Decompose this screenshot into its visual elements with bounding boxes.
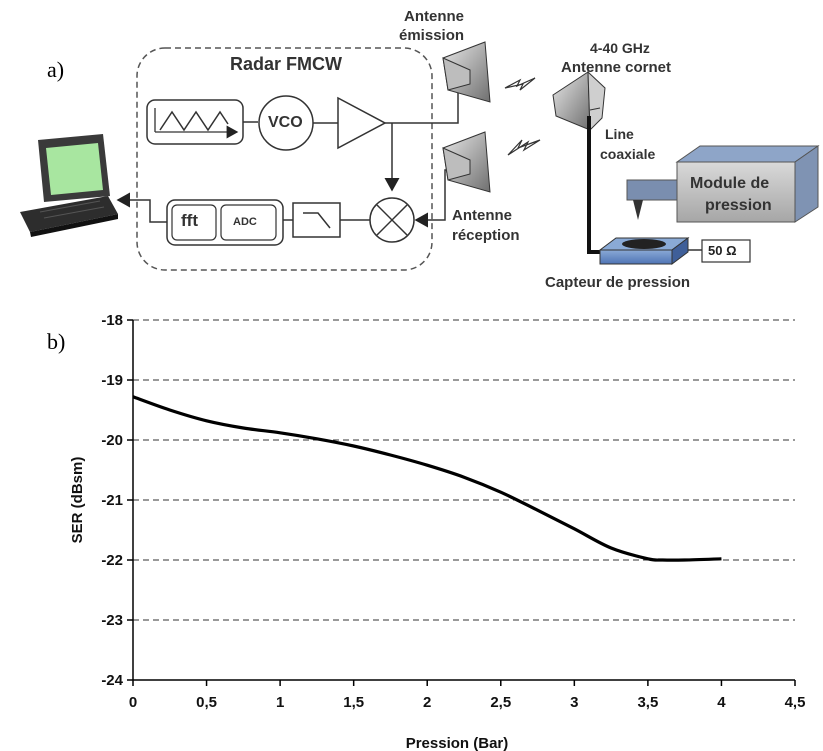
x-tick-label: 0 <box>129 694 137 711</box>
y-axis-title: SER (dBsm) <box>69 457 86 544</box>
y-tick-label: -24 <box>101 672 123 689</box>
y-tick-label: -21 <box>101 492 123 509</box>
panel-b-letter: b) <box>47 329 66 354</box>
tx-horn-antenna <box>442 41 491 103</box>
line-label-2: coaxiale <box>600 146 656 162</box>
module-label-1: Module de <box>690 175 770 192</box>
cornet-antenna <box>552 70 606 132</box>
amplifier-icon <box>337 96 387 150</box>
pressure-module <box>626 145 820 223</box>
panel-a-letter: a) <box>47 57 65 82</box>
series-line <box>132 395 722 562</box>
y-tick-label: -22 <box>101 552 123 569</box>
mixer-icon <box>369 197 415 243</box>
antenne-reception-line1: Antenne <box>452 207 512 224</box>
capteur-label: Capteur de pression <box>545 274 691 291</box>
radar-title: Radar FMCW <box>230 54 342 74</box>
laptop-icon <box>20 134 118 237</box>
antenne-emission-line1: Antenne <box>404 8 464 25</box>
load-50-ohm <box>701 239 751 263</box>
rx-horn-antenna <box>442 131 491 193</box>
x-tick-label: 4 <box>717 694 726 711</box>
low-pass-filter-icon <box>292 202 341 238</box>
x-tick-label: 3 <box>570 694 578 711</box>
x-tick-label: 2,5 <box>490 694 511 711</box>
module-label-2: pression <box>705 197 772 214</box>
y-tick-label: -23 <box>101 612 123 629</box>
x-axis-title: Pression (Bar) <box>406 735 509 751</box>
freq-label: 4-40 GHz <box>590 40 650 56</box>
adc-label: ADC <box>233 216 257 228</box>
fft-label: fft <box>181 211 198 230</box>
vco-label: VCO <box>268 114 303 131</box>
antenne-reception-line2: réception <box>452 227 520 244</box>
measurement-setup-diagram <box>20 41 820 271</box>
ser-chart: -18 -19 -20 -21 -22 -23 -24 0 0,5 1 1,5 2 2,5 3 3,5 4 4,… <box>69 312 806 751</box>
x-tick-label: 1,5 <box>343 694 364 711</box>
y-tick-label: -18 <box>101 312 123 329</box>
y-tick-label: -19 <box>101 372 123 389</box>
x-tick-label: 0,5 <box>196 694 217 711</box>
radar-enclosure <box>136 47 433 271</box>
x-tick-label: 3,5 <box>637 694 658 711</box>
x-tick-label: 1 <box>276 694 284 711</box>
chirp-generator <box>146 99 243 145</box>
wave-emission-icon <box>504 77 541 156</box>
x-tick-label: 2 <box>423 694 431 711</box>
y-tick-label: -20 <box>101 432 123 449</box>
load-label: 50 Ω <box>708 243 737 258</box>
cornet-label: Antenne cornet <box>561 59 672 76</box>
pressure-sensor <box>598 237 690 265</box>
line-label-1: Line <box>605 126 634 142</box>
antenne-emission-line2: émission <box>399 27 465 44</box>
x-tick-label: 4,5 <box>785 694 806 711</box>
